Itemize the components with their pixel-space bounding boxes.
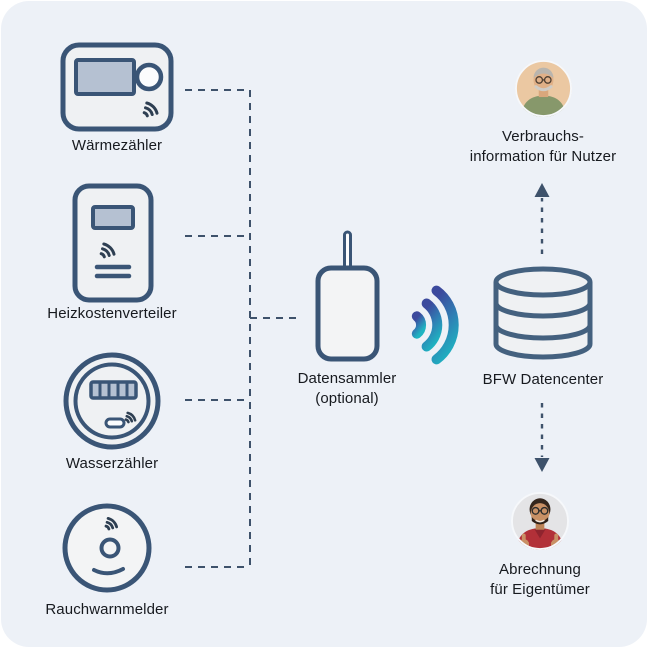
arrow-up-head xyxy=(534,183,550,197)
datacenter-label: BFW Datencenter xyxy=(482,371,604,388)
user-output-line1: Verbrauchs- xyxy=(502,128,584,145)
data-collector-icon xyxy=(315,230,380,362)
owner-output-label: Abrechnung für Eigentümer xyxy=(440,560,640,600)
heat-cost-allocator-label: Heizkostenverteiler xyxy=(47,305,177,322)
database-icon xyxy=(493,266,593,360)
water-meter-label: Wasserzähler xyxy=(65,455,159,472)
data-collector-label: Datensammler (optional) xyxy=(267,369,427,409)
heat-meter-icon xyxy=(60,42,174,132)
heat-meter-label: Wärmezähler xyxy=(71,137,163,154)
wireless-signal-icon xyxy=(411,285,459,365)
heat-cost-allocator-icon xyxy=(72,183,154,303)
user-output-line2: information für Nutzer xyxy=(469,148,617,165)
radio-signal-icon xyxy=(124,411,137,424)
owner-avatar xyxy=(511,492,569,550)
owner-output-line2: für Eigentümer xyxy=(490,581,590,598)
data-collector-label-line1: Datensammler xyxy=(297,370,397,387)
user-avatar xyxy=(515,60,572,117)
radio-signal-icon xyxy=(104,517,118,531)
radio-signal-icon xyxy=(99,242,116,259)
owner-output-line1: Abrechnung xyxy=(499,561,581,578)
arrow-down-head xyxy=(534,458,550,472)
radio-signal-icon xyxy=(142,101,159,118)
user-output-label: Verbrauchs- information für Nutzer xyxy=(443,127,643,167)
water-meter-icon xyxy=(63,352,161,450)
smoke-detector-icon xyxy=(62,503,152,593)
data-collector-label-line2: (optional) xyxy=(315,390,379,407)
smoke-detector-label: Rauchwarnmelder xyxy=(45,601,169,618)
